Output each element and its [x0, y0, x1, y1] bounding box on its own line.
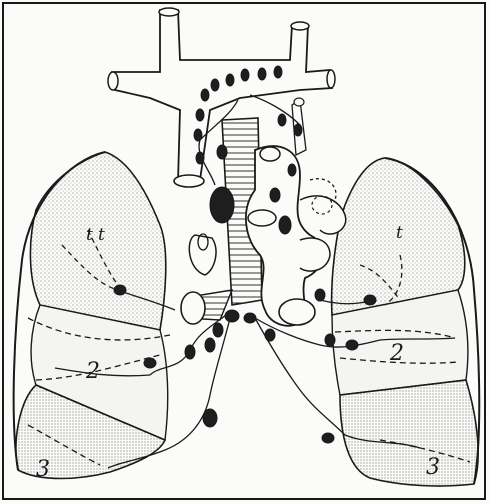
lymph-node-icon [201, 89, 209, 101]
label-right-upper: t [396, 223, 403, 243]
lymph-node-icon [325, 334, 335, 346]
lymph-node-icon [294, 124, 302, 136]
label-left-upper-a: t [86, 225, 93, 245]
lymph-node-icon [241, 69, 249, 81]
label-left-lower: 3 [36, 457, 50, 482]
lymph-node-icon [144, 358, 156, 368]
lymph-node-icon [322, 433, 334, 443]
lymph-node-icon [217, 145, 227, 159]
lymph-node-icon [244, 313, 256, 323]
lymph-node-icon [211, 79, 219, 91]
lymph-node-icon [346, 340, 358, 350]
label-left-upper-b: t [98, 225, 105, 245]
lymph-node-icon [203, 409, 217, 427]
lymph-node-icon [210, 187, 234, 223]
lymph-node-icon [279, 216, 291, 234]
lymph-node-icon [205, 338, 215, 352]
lymph-node-icon [270, 188, 280, 202]
label-right-lower: 3 [426, 455, 440, 480]
left-lung [14, 152, 170, 479]
label-right-middle: 2 [389, 341, 404, 366]
lymph-node-icon [364, 295, 376, 305]
lymph-node-icon [258, 68, 266, 80]
lymph-node-icon [265, 329, 275, 341]
lymph-node-icon [196, 109, 204, 121]
label-left-middle: 2 [85, 359, 100, 384]
lymph-node-icon [185, 345, 195, 359]
lymph-node-icon [288, 164, 296, 176]
lymph-node-icon [225, 310, 239, 322]
lymph-node-icon [274, 66, 282, 78]
lymph-node-icon [194, 129, 202, 141]
lymph-node-icon [315, 289, 325, 301]
right-lower-lobe [340, 380, 478, 486]
lymph-node-icon [114, 285, 126, 295]
lymph-node-icon [278, 114, 286, 126]
lymph-node-icon [213, 323, 223, 337]
lymph-node-icon [226, 74, 234, 86]
lymph-node-icon [196, 152, 204, 164]
right-lung [332, 158, 480, 486]
